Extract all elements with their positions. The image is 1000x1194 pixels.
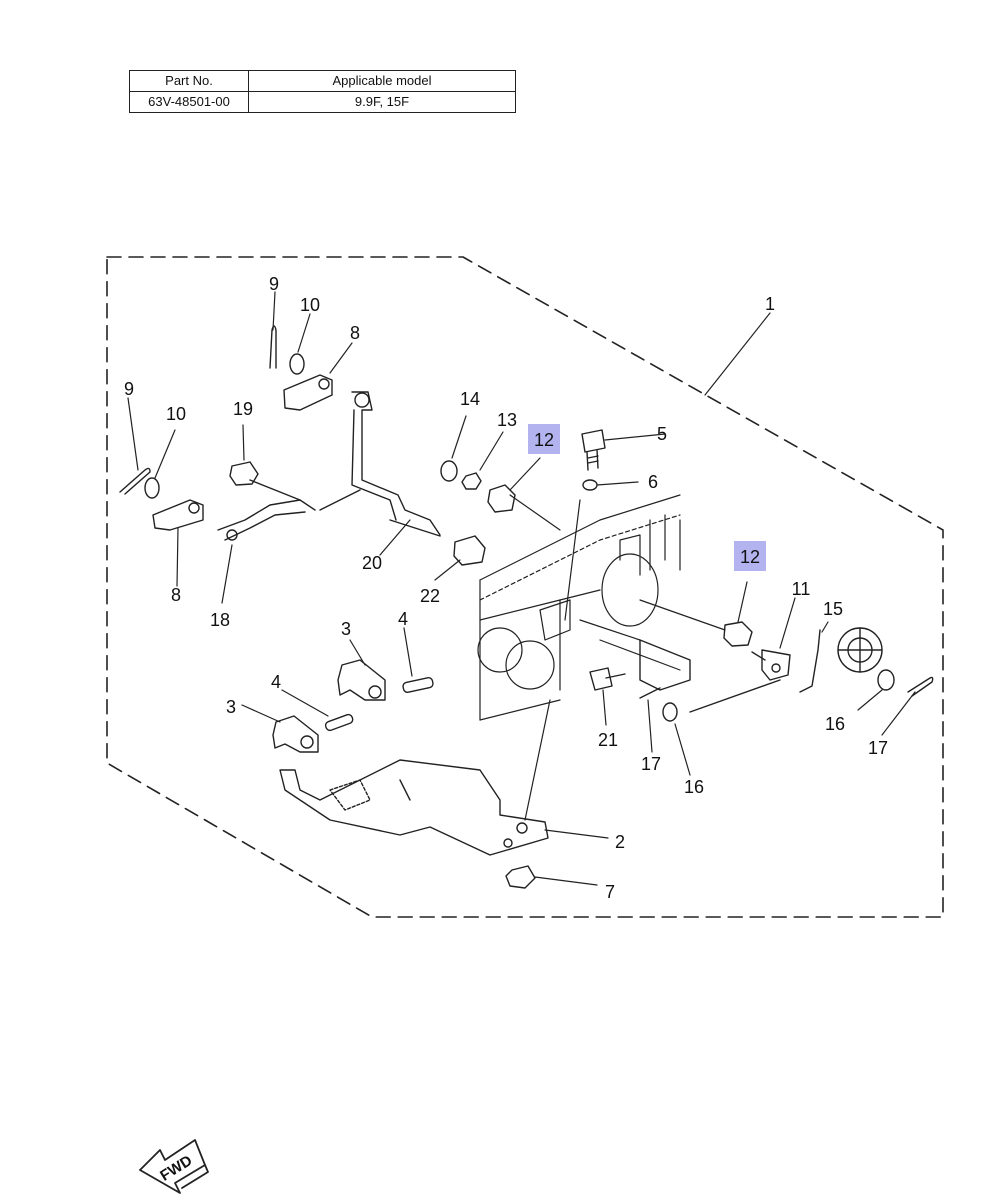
collar-part-12-upper — [487, 484, 516, 513]
callout-3-lower[interactable]: 3 — [226, 697, 236, 717]
leader-lines — [127, 291, 916, 886]
washer-part-6 — [582, 479, 598, 491]
callout-5[interactable]: 5 — [657, 424, 667, 444]
callout-9-left[interactable]: 9 — [124, 379, 134, 399]
cotter-pin-part-9-top — [269, 325, 277, 369]
callout-8-top[interactable]: 8 — [350, 323, 360, 343]
callout-3-upper[interactable]: 3 — [341, 619, 351, 639]
shift-shaft-part-20 — [351, 391, 441, 537]
callout-6[interactable]: 6 — [648, 472, 658, 492]
highlight-box-12-right — [734, 541, 766, 571]
cam-part-3-lower — [272, 715, 319, 753]
callout-12-upper[interactable]: 12 — [534, 430, 554, 450]
callout-18[interactable]: 18 — [210, 610, 230, 630]
highlight-box-12-upper — [528, 424, 560, 454]
bracket-part-2 — [279, 759, 549, 856]
rod-part-15 — [799, 629, 821, 693]
callout-7[interactable]: 7 — [605, 882, 615, 902]
callout-4-left[interactable]: 4 — [271, 672, 281, 692]
callout-13[interactable]: 13 — [497, 410, 517, 430]
callout-10-top[interactable]: 10 — [300, 295, 320, 315]
callout-15[interactable]: 15 — [823, 599, 843, 619]
washer-part-16-right — [877, 669, 895, 691]
pin-part-4-left — [324, 713, 354, 732]
callout-22[interactable]: 22 — [420, 586, 440, 606]
shift-link-part-18 — [217, 499, 316, 541]
joint-part-8-top — [283, 374, 333, 411]
callout-14[interactable]: 14 — [460, 389, 480, 409]
callout-11[interactable]: 11 — [792, 579, 811, 599]
callout-12-right[interactable]: 12 — [740, 547, 760, 567]
cell-model: 9.9F, 15F — [248, 91, 516, 113]
joint-part-8-left — [152, 499, 204, 531]
callout-9-top[interactable]: 9 — [269, 274, 279, 294]
engine-body-outline — [477, 494, 681, 721]
callout-8-left[interactable]: 8 — [171, 585, 181, 605]
cell-part-number: 63V-48501-00 — [129, 91, 249, 113]
pin-part-4-right — [402, 677, 434, 693]
collar-part-22 — [453, 535, 486, 566]
assembly-boundary — [106, 256, 944, 918]
throttle-cam-assembly — [639, 627, 883, 713]
nut-part-7 — [505, 865, 536, 889]
nut-part-13 — [461, 472, 482, 490]
cam-part-3-upper — [337, 659, 386, 701]
callout-17-right[interactable]: 17 — [868, 738, 888, 758]
callout-16-left[interactable]: 16 — [684, 777, 704, 797]
callout-21[interactable]: 21 — [598, 730, 618, 750]
callout-2[interactable]: 2 — [615, 832, 625, 852]
cotter-pin-part-17-right — [907, 676, 934, 697]
callout-20[interactable]: 20 — [362, 553, 382, 573]
callout-4-right[interactable]: 4 — [398, 609, 408, 629]
cotter-pin-part-17-left — [639, 687, 661, 699]
table-row: 63V-48501-00 9.9F, 15F — [129, 91, 516, 113]
grommet-part-19 — [229, 461, 259, 486]
callout-17-left[interactable]: 17 — [641, 754, 661, 774]
callout-16-right[interactable]: 16 — [825, 714, 845, 734]
applicable-model-table: Part No. Applicable model 63V-48501-00 9… — [129, 70, 516, 113]
link-rod-19-20 — [249, 479, 361, 511]
callout-19[interactable]: 19 — [233, 399, 253, 419]
lever-part-11 — [751, 649, 791, 681]
collar-part-12-right — [723, 621, 753, 647]
callout-10-left[interactable]: 10 — [166, 404, 186, 424]
washer-part-10-top — [289, 353, 305, 375]
washer-part-14 — [440, 460, 458, 482]
screw-part-21 — [589, 667, 626, 691]
callout-1[interactable]: 1 — [765, 294, 775, 314]
fwd-arrow-icon — [139, 1139, 209, 1194]
cotter-pin-part-9-left — [119, 467, 151, 495]
bolt-part-5 — [581, 429, 606, 471]
washer-part-10-left — [144, 477, 160, 499]
washer-part-16-left — [662, 702, 678, 722]
